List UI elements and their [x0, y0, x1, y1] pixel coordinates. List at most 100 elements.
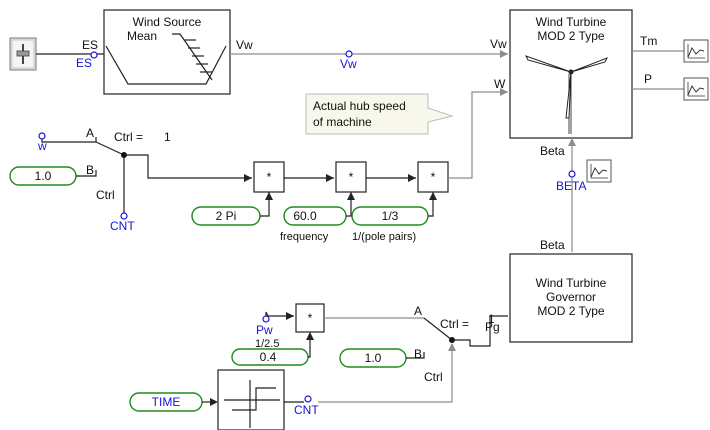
svg-text:1.0: 1.0 — [35, 169, 52, 183]
step-function-block[interactable] — [217, 369, 285, 430]
vw-node-label: Vw — [340, 57, 357, 71]
governor-block[interactable]: Wind Turbine Governor MOD 2 Type — [509, 253, 633, 343]
multiplier-3[interactable]: * — [417, 161, 449, 193]
switch2-b-wire — [406, 352, 425, 359]
pw-node[interactable] — [262, 315, 270, 323]
multiplier-1[interactable]: * — [253, 161, 285, 193]
svg-text:*: * — [431, 170, 436, 184]
multiplier-2[interactable]: * — [335, 161, 367, 193]
const-pole-pairs[interactable]: 1/3 — [351, 206, 429, 226]
switch2-const-b[interactable]: 1.0 — [339, 348, 407, 368]
vw-node[interactable] — [345, 50, 353, 58]
vw-arrow — [500, 50, 508, 58]
time-input[interactable]: TIME — [129, 392, 203, 412]
wind-source-ramp — [172, 33, 213, 81]
wind-source-curve — [105, 45, 227, 85]
switch1-ctrl-val: 1 — [164, 130, 171, 144]
switch1-cnt-node[interactable] — [120, 212, 128, 220]
svg-text:*: * — [308, 311, 313, 325]
time-arrow — [210, 398, 218, 406]
wind-source-in-label: ES — [82, 38, 98, 52]
governor-line3: MOD 2 Type — [537, 304, 604, 318]
switch1-out-wire — [124, 154, 252, 179]
switch1-cnt-label: CNT — [110, 219, 135, 233]
turbine-beta-label: Beta — [540, 144, 565, 158]
mult1-out-arrow — [326, 174, 334, 182]
switch1-ctrl-eq: Ctrl = — [114, 130, 143, 144]
pw-const-arrow — [306, 332, 314, 340]
turbine-rotor-icon — [524, 55, 609, 134]
switch2-b-label: B — [414, 347, 422, 361]
switch2-ctrl-label: Ctrl — [424, 370, 443, 384]
beta-node[interactable] — [568, 170, 576, 178]
tm-meter[interactable] — [683, 39, 709, 63]
turbine-in-vw: Vw — [490, 37, 507, 51]
const-frequency[interactable]: 60.0 — [283, 206, 347, 226]
svg-text:TIME: TIME — [152, 395, 181, 409]
wind-turbine-subtitle: MOD 2 Type — [537, 29, 604, 43]
switch1-out-arrow — [244, 174, 252, 182]
pw-gain-label: 1/2.5 — [255, 338, 279, 350]
svg-text:*: * — [267, 170, 272, 184]
annotation-line1: Actual hub speed — [313, 99, 406, 113]
pw-arrow — [286, 312, 294, 320]
beta-meter[interactable] — [586, 159, 612, 183]
switch1-a-label: A — [86, 126, 94, 140]
slider-input[interactable] — [9, 37, 37, 71]
w-node[interactable] — [38, 132, 46, 140]
switch2-ctrl-arrow — [448, 343, 456, 351]
annotation-line2: of machine — [313, 115, 372, 129]
switch1-b-wire — [76, 170, 97, 177]
switch1-a-wire — [41, 137, 97, 143]
svg-text:*: * — [349, 170, 354, 184]
pole-label: 1/(pole pairs) — [352, 231, 416, 243]
svg-text:60.0: 60.0 — [293, 209, 317, 223]
turbine-out-tm: Tm — [640, 34, 657, 48]
svg-text:0.4: 0.4 — [260, 350, 277, 364]
pw-wire — [265, 311, 294, 317]
hub-speed-annotation: Actual hub speed of machine — [305, 93, 454, 135]
beta-node-label: BETA — [556, 179, 586, 193]
svg-text:2 Pi: 2 Pi — [216, 209, 237, 223]
pole-arrow — [429, 192, 437, 200]
wind-source-out-label: Vw — [236, 38, 253, 52]
governor-pg-label: Pg — [485, 320, 500, 334]
svg-text:1.0: 1.0 — [365, 351, 382, 365]
svg-text:1/3: 1/3 — [382, 209, 399, 223]
pw-const[interactable]: 0.4 — [231, 348, 309, 366]
governor-line2: Governor — [546, 290, 596, 304]
p-meter[interactable] — [683, 77, 709, 101]
switch2-ctrl-wire — [318, 344, 453, 403]
es-node[interactable] — [90, 51, 98, 59]
governor-line1: Wind Turbine — [536, 276, 607, 290]
hub-speed-wire — [448, 91, 508, 179]
wind-source-title: Wind Source — [133, 15, 202, 29]
mult2-out-arrow — [408, 174, 416, 182]
const-two-pi[interactable]: 2 Pi — [191, 206, 261, 226]
switch2-ctrl-val: 1 — [488, 312, 495, 326]
freq-label: frequency — [280, 231, 329, 243]
time-cnt-node[interactable] — [304, 395, 312, 403]
beta-arrow — [568, 138, 576, 146]
wind-turbine-block[interactable]: Wind Turbine MOD 2 Type — [509, 9, 633, 139]
switch1-blade — [95, 141, 125, 156]
governor-in-label: Beta — [540, 238, 565, 252]
wind-source-block[interactable]: Wind Source Mean — [103, 9, 231, 95]
w-arrow — [500, 88, 508, 96]
multiplier-4[interactable]: * — [295, 303, 325, 333]
wind-source-subtitle: Mean — [127, 29, 157, 43]
switch1-const-b[interactable]: 1.0 — [9, 166, 77, 186]
wind-source-ticks — [184, 39, 212, 73]
turbine-in-w: W — [494, 77, 506, 91]
pw-const-wire — [308, 332, 311, 358]
switch1-ctrl-label: Ctrl — [96, 188, 115, 202]
turbine-out-p: P — [644, 72, 652, 86]
switch2-a-label: A — [414, 304, 422, 318]
w-label: w — [37, 139, 47, 153]
switch2-ctrl-eq: Ctrl = — [440, 317, 469, 331]
time-cnt-label: CNT — [294, 403, 319, 417]
two-pi-arrow — [265, 192, 273, 200]
switch2-blade — [423, 317, 453, 341]
wind-turbine-title: Wind Turbine — [536, 15, 607, 29]
